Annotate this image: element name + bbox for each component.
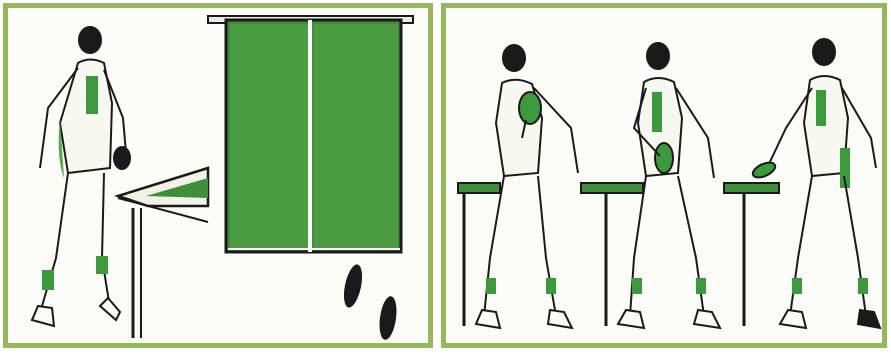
table-corner: [118, 168, 208, 338]
panel-right: [441, 3, 887, 348]
panel-right-drawing: [446, 8, 882, 343]
panel-left: [3, 3, 433, 348]
panel-left-drawing: [8, 8, 428, 343]
footprints-icon: [341, 263, 399, 341]
table-edge-3: [724, 183, 779, 326]
bat-icon: [113, 146, 131, 170]
table-edge-1: [458, 183, 500, 326]
player-figure: [32, 27, 126, 326]
